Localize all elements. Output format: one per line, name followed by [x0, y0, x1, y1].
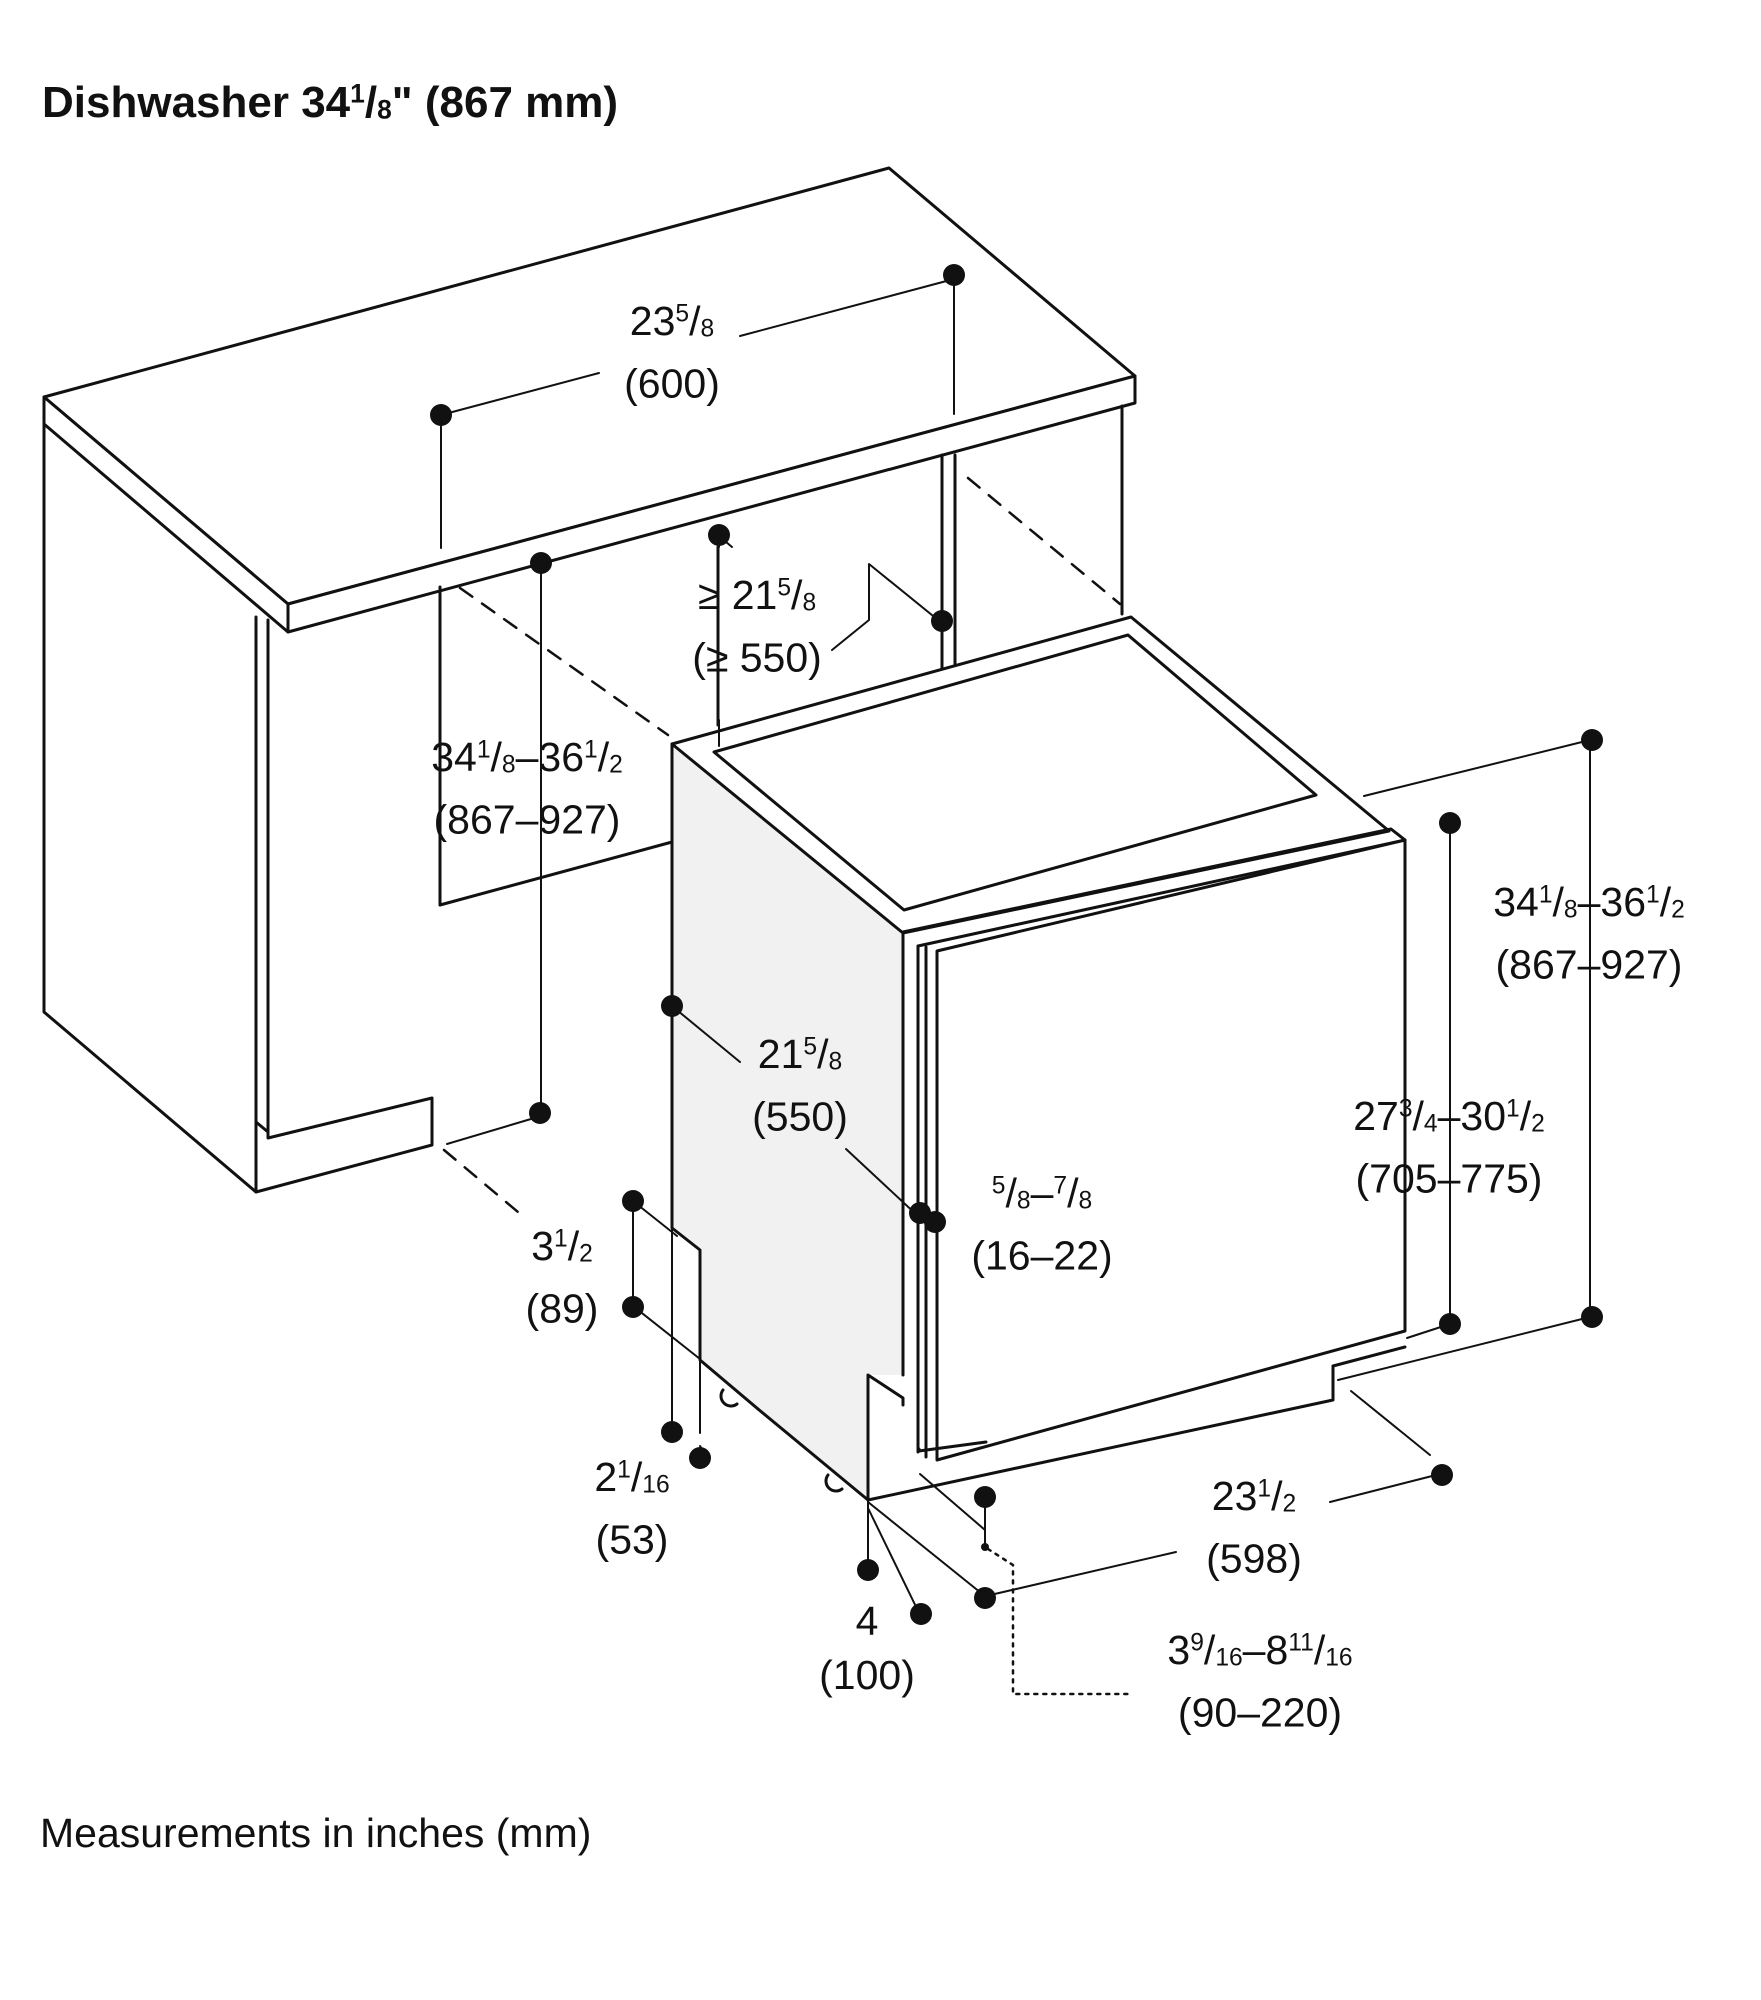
dim-appliance-height: 341/8–361/2 (867–927): [1493, 869, 1685, 992]
dim-inches: 39/16–811/16: [1167, 1627, 1353, 1674]
dim-mm: (600): [624, 360, 720, 407]
dim-mm: (867–927): [433, 796, 621, 843]
dim-niche-height: 341/8–361/2 (867–927): [431, 724, 623, 847]
dishwasher: [670, 615, 1407, 1502]
wheel: [824, 1473, 844, 1493]
dim-inches: 341/8–361/2: [431, 734, 623, 781]
dim-appliance-depth: 215/8 (550): [752, 1021, 848, 1144]
dim-inches: 341/8–361/2: [1493, 879, 1685, 926]
side-panel: [672, 744, 903, 1500]
dim-mm: (89): [525, 1285, 599, 1332]
page-title: Dishwasher 341/8" (867 mm): [42, 78, 619, 127]
dim-inches: ≥ 215/8: [697, 572, 817, 619]
dim-inches: 235/8: [629, 298, 715, 345]
dim-inches: 4: [855, 1598, 879, 1644]
dim-mm: (867–927): [1495, 941, 1683, 988]
dim-mm: (≥ 550): [692, 634, 822, 681]
cabinet-body: [42, 404, 1124, 1194]
countertop: [42, 166, 1137, 634]
dim-mm: (598): [1206, 1535, 1302, 1582]
door-panel: [935, 838, 1407, 1462]
dim-mm: (550): [752, 1093, 848, 1140]
dim-mm: (16–22): [971, 1232, 1113, 1279]
cabinet: [42, 166, 1137, 1214]
dim-inches: 21/16: [594, 1454, 670, 1501]
dim-door-thickness: 5/8–7/8 (16–22): [971, 1160, 1112, 1283]
dim-mm: (100): [819, 1652, 915, 1698]
dim-mm: (90–220): [1177, 1689, 1343, 1736]
dim-door-panel-height: 273/4–301/2 (705–775): [1353, 1083, 1545, 1206]
dim-mm: (705–775): [1355, 1155, 1543, 1202]
dim-base-recess: 21/16 (53): [594, 1444, 669, 1567]
measurement-units-note: Measurements in inches (mm): [40, 1810, 592, 1856]
hidden-edges: [442, 476, 1122, 1214]
dim-niche-depth: ≥ 215/8 (≥ 550): [692, 562, 822, 685]
plinth-leader-dotted: [986, 1547, 1134, 1696]
dim-plinth-depth: 4 (100): [819, 1594, 915, 1702]
dim-plinth-height: 39/16–811/16 (90–220): [1167, 1617, 1352, 1740]
dimension-dots: [430, 264, 1603, 1625]
dim-niche-width: 235/8 (600): [624, 288, 720, 411]
dim-appliance-width: 231/2 (598): [1206, 1463, 1302, 1586]
wheel: [719, 1388, 739, 1408]
dim-inches: 231/2: [1211, 1473, 1297, 1520]
dim-toe-kick-height: 31/2 (89): [526, 1213, 599, 1336]
dim-inches: 273/4–301/2: [1353, 1093, 1545, 1140]
dim-inches: 5/8–7/8: [991, 1170, 1093, 1217]
top-panel: [670, 615, 1391, 935]
dim-mm: (53): [595, 1516, 669, 1563]
dim-inches: 215/8: [757, 1031, 843, 1078]
dimension-lines: [440, 277, 1591, 1616]
top-inner-panel: [712, 633, 1318, 912]
dim-inches: 31/2: [531, 1223, 593, 1270]
